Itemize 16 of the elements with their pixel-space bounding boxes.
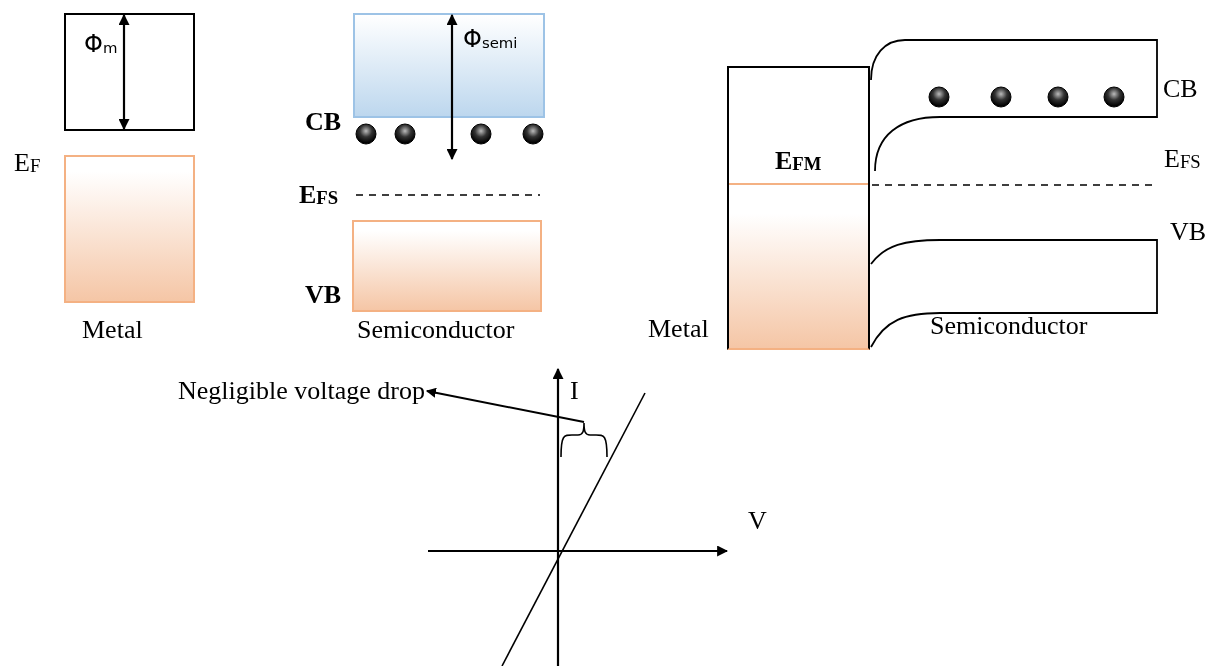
vacuum-level-box <box>64 13 195 131</box>
material-label: Metal <box>82 317 143 343</box>
band-label: CB <box>1163 76 1198 102</box>
conduction-band <box>353 13 545 118</box>
annotation-text: Negligible voltage drop <box>178 378 425 404</box>
material-label: Semiconductor <box>930 313 1088 339</box>
band-label: VB <box>1170 219 1207 245</box>
work-function-label: Φ$_{semi}$ <box>463 27 518 51</box>
axis-label: V <box>748 508 767 534</box>
material-label: Metal <box>648 316 709 342</box>
leader-arrow <box>425 387 585 423</box>
axis-label: I <box>570 378 579 404</box>
band-label: CB <box>305 109 342 135</box>
work-function-label: Φ$_{m}$ <box>84 32 118 56</box>
band-label: VB <box>305 282 342 308</box>
material-label: Semiconductor <box>357 317 515 343</box>
